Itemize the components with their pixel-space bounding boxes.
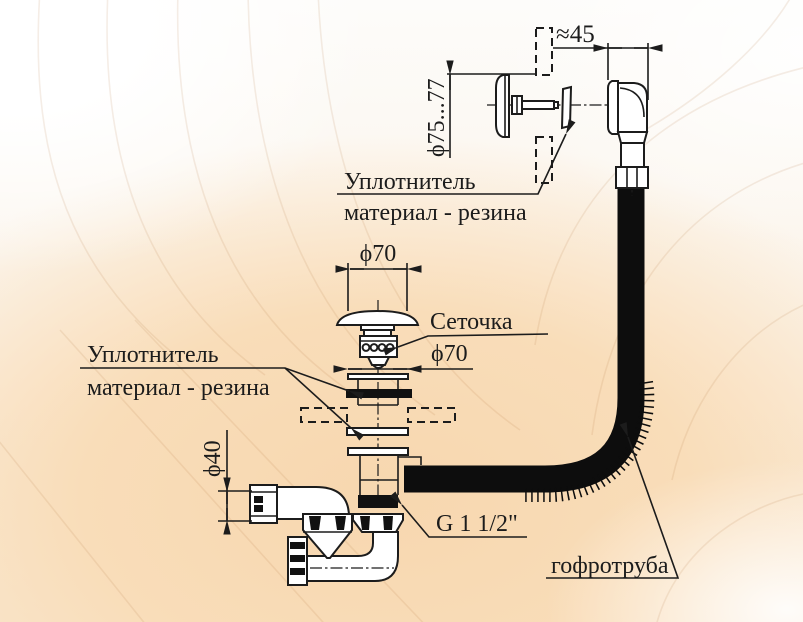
dim-70-flange-text: ϕ70 (431, 341, 468, 367)
dimension-overflow-offset: ≈45 (553, 21, 663, 100)
thread-label: G 1 1/2" (436, 511, 518, 537)
thread-callout: G 1 1/2" (389, 491, 527, 538)
tub-wall-dashed-lower (535, 136, 553, 184)
trap-top-nut (352, 513, 404, 533)
dim-40-text: ϕ40 (200, 440, 226, 477)
hose-corrugation-ticks (524, 380, 655, 503)
tub-floor-dashed-right (407, 407, 456, 423)
tub-floor-dashed-left (300, 407, 348, 423)
strainer (359, 335, 398, 369)
upper-drain-flange (346, 373, 412, 406)
dim-70-cap-text: ϕ70 (360, 241, 397, 267)
overflow-screw (511, 95, 559, 115)
outlet-coupling-nut (249, 484, 278, 524)
siphon-trap: ϕ40 (200, 430, 404, 586)
drain-seal-label-line1: Уплотнитель (87, 342, 219, 368)
dimension-strainer-diameter: ϕ70 (333, 341, 473, 373)
dimension-outlet-diameter: ϕ40 (200, 430, 252, 535)
corrugated-hose (404, 187, 655, 503)
lower-rubber-gasket (346, 427, 409, 436)
drain-seal-callout: Уплотнитель материал - резина (80, 342, 365, 441)
overflow-cover (495, 74, 510, 138)
hose-label: гофротруба (551, 553, 669, 579)
overflow-assembly: ≈45 ϕ75...77 Уплотнитель материал - рези… (337, 21, 663, 226)
trap-bottom-pipe (306, 531, 399, 582)
hose-callout: гофротруба (546, 422, 680, 579)
overflow-seal-label-line2: материал - резина (344, 200, 527, 226)
dimension-cap-diameter: ϕ70 (335, 241, 422, 273)
trap-funnel (302, 513, 353, 559)
dimension-overflow-cover-diameter: ϕ75...77 (424, 60, 535, 158)
drain-thread-nut (358, 495, 398, 508)
drain-assembly: ϕ70 Сеточка (80, 241, 549, 538)
overflow-seal-label-line1: Уплотнитель (344, 169, 476, 195)
lower-drain-body (347, 447, 422, 508)
strainer-label: Сеточка (430, 309, 513, 335)
overflow-gasket (560, 85, 573, 130)
overflow-seal-callout: Уплотнитель материал - резина (337, 119, 576, 226)
dim-45-text: ≈45 (556, 21, 595, 48)
dim-75-77-text: ϕ75...77 (424, 78, 450, 157)
drain-plug-cap (335, 263, 420, 337)
strainer-callout: Сеточка (383, 309, 549, 356)
hose-body (404, 187, 645, 493)
drain-seal-label-line2: материал - резина (87, 375, 270, 401)
tub-wall-dashed-upper (535, 27, 553, 76)
overflow-elbow (607, 80, 649, 189)
upper-rubber-gasket (346, 389, 412, 398)
trap-side-nut (287, 536, 308, 586)
